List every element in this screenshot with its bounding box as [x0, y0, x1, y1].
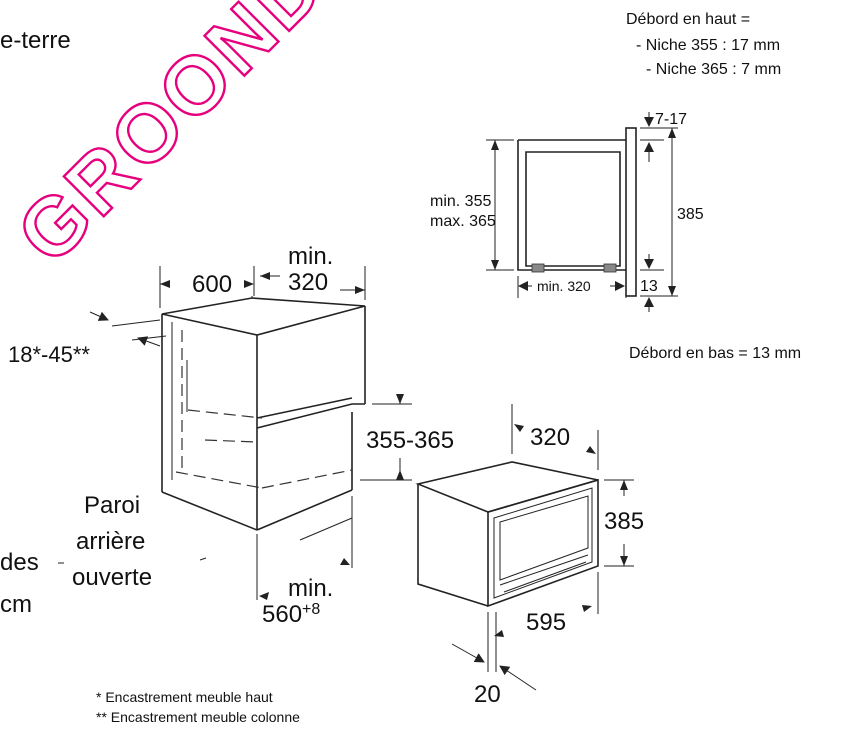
cut-text-mid: des: [0, 549, 39, 576]
section-bottom-gap: 13: [640, 278, 658, 295]
bottom-min-value: 560+8: [262, 601, 320, 628]
note-top-line2: - Niche 365 : 7 mm: [646, 61, 781, 78]
section-niche-max: max. 365: [430, 213, 496, 230]
cut-text-top: e-terre: [0, 27, 71, 54]
note-top-line1: - Niche 355 : 17 mm: [636, 37, 780, 54]
section-top-gap: 7-17: [655, 111, 687, 128]
appliance-height: 385: [604, 508, 644, 535]
appliance-depth: 320: [530, 424, 570, 451]
front-offset: 20: [474, 681, 501, 708]
niche-height: 355-365: [366, 427, 454, 454]
footnote-single: * Encastrement meuble haut: [96, 689, 273, 705]
footnote-double: ** Encastrement meuble colonne: [96, 709, 300, 725]
appliance: [415, 461, 599, 608]
panel-thickness: 18*-45**: [8, 342, 90, 367]
note-bottom: Débord en bas = 13 mm: [629, 345, 801, 362]
section-view: [486, 112, 678, 312]
back-wall-line2: arrière: [76, 528, 145, 555]
bottom-min-label: min.: [288, 575, 333, 602]
section-height: 385: [677, 206, 704, 223]
cabinet-depth-min-label: min.: [288, 243, 333, 270]
appliance-width: 595: [526, 609, 566, 636]
cabinet: [161, 296, 366, 531]
back-wall-line3: ouverte: [72, 564, 152, 591]
section-depth-min: min. 320: [537, 278, 591, 294]
cabinet-depth-min-value: 320: [288, 269, 328, 296]
note-top-heading: Débord en haut =: [626, 11, 750, 28]
section-niche-min: min. 355: [430, 193, 491, 210]
cabinet-width: 600: [192, 271, 232, 298]
back-wall-line1: Paroi: [84, 492, 140, 519]
cut-text-bottom: cm: [0, 591, 32, 618]
